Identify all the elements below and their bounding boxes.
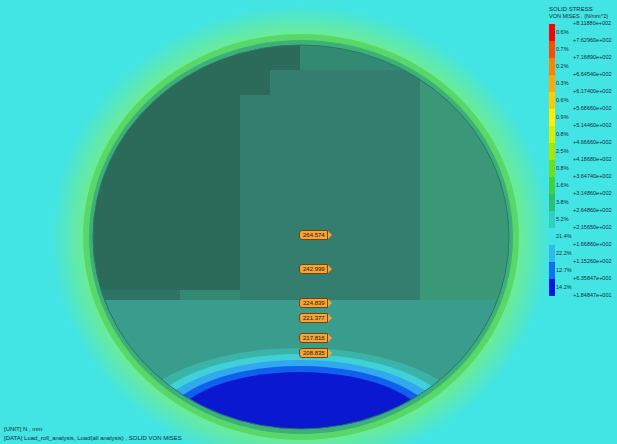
legend-value: +4.18680e+002 [573,157,612,163]
callout-value: 224.839 [303,300,325,306]
legend-swatch [549,160,555,177]
value-callout: 264.574 [299,230,328,240]
legend-value: +3.14860e+002 [573,191,612,197]
legend-swatch [549,24,555,41]
legend-title: VON MISES , (N/mm^2) [549,14,608,20]
legend-percent: 12.7% [556,268,572,274]
legend-value: +4.66660e+002 [573,140,612,146]
value-callout: 242.999 [299,264,328,274]
legend-percent: 14.2% [556,285,572,291]
legend-value: +2.64860e+002 [573,208,612,214]
legend-value: +6.17400e+002 [573,89,612,95]
legend-swatch [549,126,555,143]
legend-percent: 0.8% [556,166,569,172]
legend-swatch [549,279,555,296]
legend-percent: 0.9% [556,115,569,121]
value-callout: 208.835 [299,348,328,358]
legend-value: +1.66860e+002 [573,242,612,248]
legend-percent: 0.2% [556,64,569,70]
legend-percent: 21.4% [556,234,572,240]
legend-swatch [549,194,555,211]
legend-swatch [549,228,555,245]
legend-value: +3.64740e+002 [573,174,612,180]
callout-value: 217.816 [303,335,325,341]
value-callout: 221.377 [299,313,328,323]
legend-value: +5.68660e+002 [573,106,612,112]
legend-percent: 0.6% [556,98,569,104]
legend-value: +2.15650e+002 [573,225,612,231]
legend-percent: 0.3% [556,81,569,87]
legend-swatch [549,211,555,228]
legend-percent: 0.6% [556,30,569,36]
legend-value: +6.64540e+002 [573,72,612,78]
legend-swatch [549,245,555,262]
callout-value: 208.835 [303,350,325,356]
legend-value: +7.62960e+002 [573,38,612,44]
legend-percent: 0.7% [556,47,569,53]
legend-percent: 1.6% [556,183,569,189]
legend-percent: 2.5% [556,149,569,155]
legend-swatch [549,262,555,279]
callout-value: 221.377 [303,315,325,321]
legend-percent: 0.8% [556,132,569,138]
legend-percent: 22.2% [556,251,572,257]
legend-title: SOLID STRESS [549,6,593,12]
legend-value: +1.15260e+002 [573,259,612,265]
legend-swatch [549,41,555,58]
legend-swatch [549,75,555,92]
legend-value: +6.35847e+001 [573,276,612,282]
value-callout: 224.839 [299,298,328,308]
plot-info: [DATA] Load_roll_analysis, Load(all anal… [4,435,182,441]
legend-percent: 3.8% [556,200,569,206]
legend-value: +8.11880e+002 [573,21,611,27]
plot-info: [UNIT] N , mm [4,426,42,432]
legend-value: +1.84847e+001 [573,293,612,299]
callout-value: 264.574 [303,232,325,238]
legend-swatch [549,177,555,194]
legend-swatch [549,92,555,109]
legend-swatch [549,109,555,126]
legend-percent: 5.2% [556,217,569,223]
legend-value: +5.14460e+002 [573,123,612,129]
legend-swatch [549,58,555,75]
legend-swatch [549,143,555,160]
legend-value: +7.16890e+002 [573,55,612,61]
callout-value: 242.999 [303,266,325,272]
value-callout: 217.816 [299,333,328,343]
